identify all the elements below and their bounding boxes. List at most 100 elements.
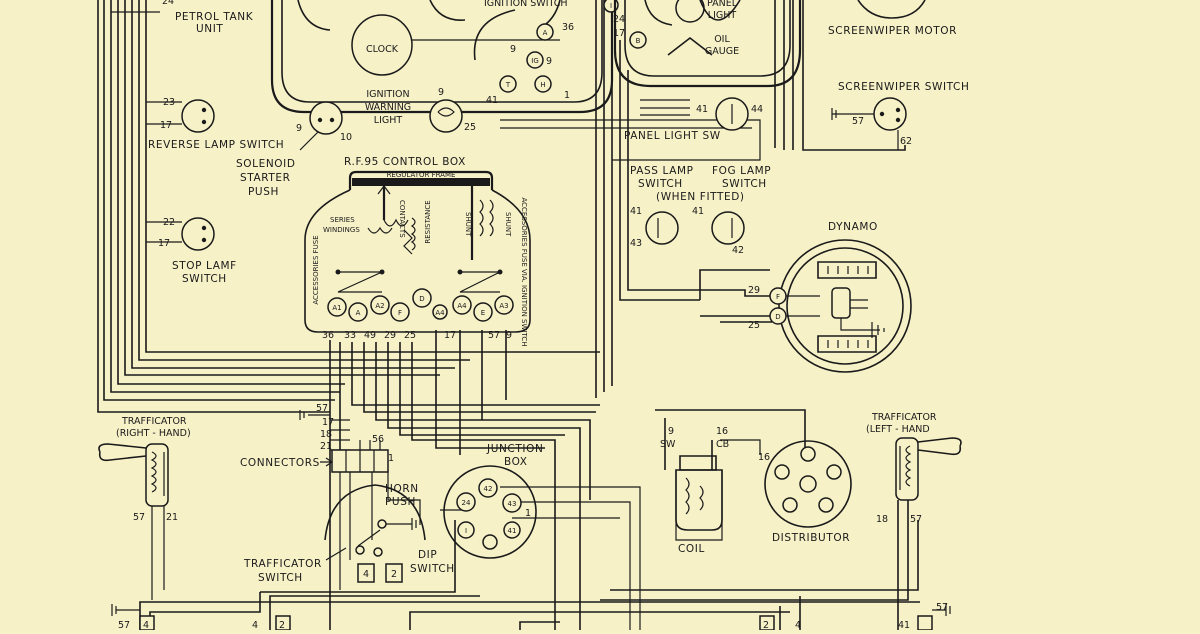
- wire-9b: 9: [546, 56, 552, 67]
- cb-terminal-A2: A2: [375, 302, 384, 310]
- wire-9-sol: 9: [296, 123, 302, 134]
- panel-light-sw-label: PANEL LIGHT SW: [624, 130, 721, 142]
- wire-41-pl: 41: [696, 104, 708, 115]
- oil-gauge-label-1: OIL: [714, 34, 730, 45]
- terminal-I-label: I: [610, 2, 612, 10]
- wire-16-dist: 16: [758, 452, 770, 463]
- wire-57-conn: 57: [316, 403, 328, 414]
- dip-switch-label-1: DIP: [418, 549, 437, 561]
- reverse-lamp-switch-label: REVERSE LAMP SWITCH: [148, 139, 284, 151]
- coil-label: COIL: [678, 543, 705, 555]
- solenoid-starter-push: 9 10 SOLENOID STARTER PUSH: [236, 101, 352, 198]
- cb-wire-49: 49: [364, 330, 376, 341]
- wire-17-conn: 17: [322, 417, 334, 428]
- control-box-terminals: A1 A A2 F D A4 E A3 A4: [327, 288, 514, 322]
- terminal-T: T: [505, 81, 511, 89]
- wire-4-br: 4: [795, 620, 801, 630]
- solenoid-label-3: PUSH: [248, 186, 279, 198]
- wire-9a: 9: [510, 44, 516, 55]
- reverse-lamp-switch: 23 17 REVERSE LAMP SWITCH: [148, 97, 284, 151]
- wire-41-br: 41: [898, 620, 910, 630]
- oil-gauge-label-2: GAUGE: [705, 46, 739, 57]
- accessories-fuse-left: ACCESSORIES FUSE: [312, 235, 320, 304]
- horn-trafficator-dip: HORN PUSH 4 2 TRAFFICATOR SWITCH DIP SWI…: [243, 483, 454, 584]
- panel-light-switch: 41 44 PANEL LIGHT SW: [624, 97, 763, 142]
- wire-41: 41: [486, 95, 498, 106]
- petrol-tank-label-1: PETROL TANK: [175, 11, 254, 23]
- stop-lamp-label-2: SWITCH: [182, 273, 227, 285]
- bottom-terminals: 57 4 4 2 2 4 41 57: [111, 602, 951, 631]
- stop-lamp-label-1: STOP LAMF: [172, 260, 237, 272]
- dynamo-terminal-F: F: [776, 293, 780, 301]
- accessories-fuse-right: ACCESSORIES FUSE VIA. IGNITION SWITCH: [520, 197, 528, 346]
- wire-24-tank: 24: [162, 0, 174, 7]
- coil: 9 SW 16 CB COIL: [660, 426, 729, 555]
- wire-36: 36: [562, 22, 574, 33]
- wiring-harness: [97, 0, 920, 630]
- wire-2-b: 2: [279, 620, 285, 630]
- trafficator-right-label-2: (RIGHT - HAND): [116, 428, 191, 439]
- instrument-panel: CLOCK IGNITION SWITCH A IG T H 36 9 9 1 …: [270, 0, 802, 114]
- dip-terminal-2: 2: [391, 569, 397, 580]
- wire-57-tr: 57: [133, 512, 145, 523]
- terminal-B-label: B: [636, 37, 641, 45]
- wire-18-tl: 18: [876, 514, 888, 525]
- wire-42-fog: 42: [732, 245, 744, 256]
- resistance-label: RESISTANCE: [424, 200, 432, 243]
- ignition-switch-label: IGNITION SWITCH: [484, 0, 568, 9]
- screenwiper-motor-label: SCREENWIPER MOTOR: [828, 25, 957, 37]
- terminal-A: A: [543, 29, 548, 37]
- fog-lamp-switch: FOG LAMP SWITCH (WHEN FITTED) 41 42: [656, 165, 771, 256]
- wire-9-coil: 9: [668, 426, 674, 437]
- stop-lamp-switch: 22 17 STOP LAMF SWITCH: [158, 217, 237, 285]
- dynamo: DYNAMO F D 29 25: [748, 221, 912, 373]
- cb-wire-29: 29: [384, 330, 396, 341]
- series-windings-1: SERIES: [330, 216, 355, 224]
- shunt-label-1: SHUNT: [464, 212, 472, 237]
- jb-terminal-24: 24: [462, 499, 471, 507]
- cb-terminal-E: E: [481, 309, 485, 317]
- cb-wire-57: 57: [488, 330, 500, 341]
- pass-lamp-switch: PASS LAMP SWITCH 41 43: [630, 165, 693, 249]
- junction-box-label-2: BOX: [504, 456, 528, 468]
- cb-terminal-F: F: [398, 309, 402, 317]
- connectors: 57 17 18 21 56 1 CONNECTORS: [240, 403, 394, 473]
- cb-wire-17: 17: [444, 330, 456, 341]
- pass-lamp-label-2: SWITCH: [638, 178, 683, 190]
- wire-2-br: 2: [763, 620, 769, 630]
- trafficator-right-label-1: TRAFFICATOR: [121, 416, 187, 427]
- wire-16-coil: 16: [716, 426, 728, 437]
- clock-label: CLOCK: [366, 44, 399, 55]
- trafficator-right: TRAFFICATOR (RIGHT - HAND) 57 21: [98, 416, 191, 523]
- terminal-B: [629, 31, 647, 49]
- jb-terminal-I: I: [465, 527, 467, 535]
- panel-light-label-1: PANEL: [707, 0, 738, 9]
- clock: CLOCK: [351, 14, 560, 76]
- coil-sw-label: SW: [660, 439, 676, 450]
- solenoid-label-1: SOLENOID: [236, 158, 296, 170]
- wire-17-rev: 17: [160, 120, 172, 131]
- wire-22: 22: [163, 217, 175, 228]
- cb-terminal-A4: A4: [457, 302, 467, 310]
- trafficator-left-label-2: (LEFT - HAND: [866, 424, 930, 435]
- panel-light-label-2: LIGHT: [708, 10, 737, 21]
- fog-lamp-label-2: SWITCH: [722, 178, 767, 190]
- wire-4-bl: 4: [143, 620, 149, 630]
- junction-box: JUNCTION BOX 24 42 43 I 41 1: [443, 443, 543, 559]
- wire-i-24: 24: [613, 14, 625, 25]
- horn-push-label-1: HORN: [385, 483, 419, 495]
- wire-21-tr: 21: [166, 512, 178, 523]
- screenwiper-switch: SCREENWIPER SWITCH 57 62: [831, 81, 969, 150]
- trafficator-left: TRAFFICATOR (LEFT - HAND 18 57: [866, 412, 962, 525]
- wire-10-sol: 10: [340, 132, 352, 143]
- terminal-IG: IG: [531, 57, 539, 65]
- cb-terminal-D: D: [419, 295, 424, 303]
- distributor-label: DISTRIBUTOR: [772, 532, 850, 544]
- when-fitted-label: (WHEN FITTED): [656, 191, 745, 203]
- terminal-H: H: [540, 81, 545, 89]
- wire-25-dyn: 25: [748, 320, 760, 331]
- ignition-warning-light: IGNITION WARNING LIGHT 9 25: [365, 87, 476, 133]
- control-box-label: R.F.95 CONTROL BOX: [344, 156, 466, 168]
- wire-1-jb: 1: [525, 508, 531, 519]
- ignition-switch: IGNITION SWITCH A IG T H 36 9 9 1 41: [473, 0, 574, 106]
